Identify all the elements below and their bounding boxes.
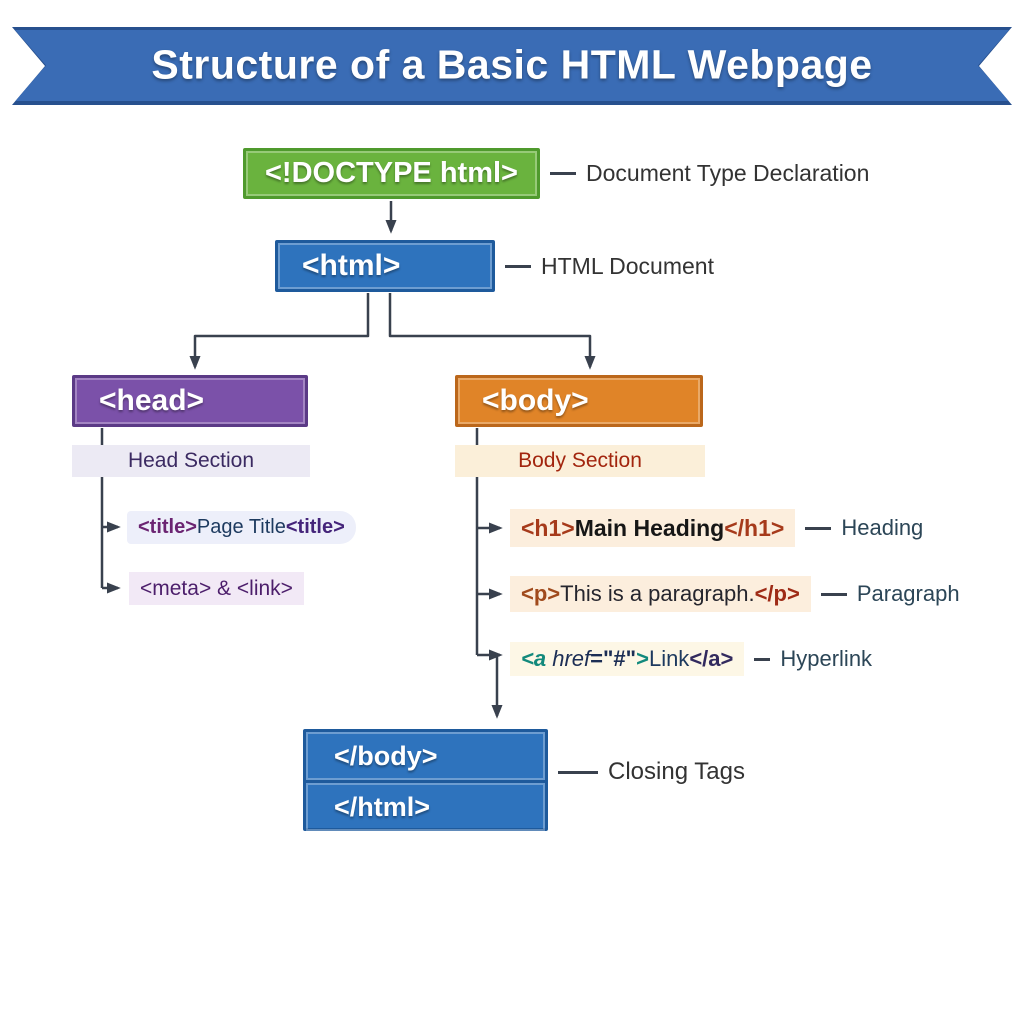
title-close-tag: <title> xyxy=(285,516,345,538)
p-chip: <p>This is a paragraph.</p> xyxy=(510,576,811,612)
p-open-tag: <p> xyxy=(521,581,561,606)
meta-link-chip: <meta> & <link> xyxy=(129,572,304,605)
body-code: <body> xyxy=(482,384,589,417)
head-section-strip: Head Section xyxy=(72,445,310,477)
head-box: <head> xyxy=(72,375,308,427)
head-section-label: Head Section xyxy=(127,449,255,472)
title-ribbon-fill xyxy=(15,30,1009,101)
h1-row: <h1>Main Heading</h1> Heading xyxy=(510,509,923,547)
p-annotation-dash xyxy=(820,592,847,596)
closing-annotation: Closing Tags xyxy=(608,758,745,785)
meta-link-text: <meta> & <link> xyxy=(140,576,293,600)
h1-open-tag: <h1> xyxy=(521,514,575,541)
body-section-strip: Body Section xyxy=(455,445,705,477)
html-box: <html> xyxy=(275,240,495,292)
p-close-tag: </p> xyxy=(754,581,800,606)
a-close-tag: </a> xyxy=(689,646,734,671)
a-attr-value: "#" xyxy=(602,646,637,671)
h1-chip: <h1>Main Heading</h1> xyxy=(510,509,796,547)
a-chip: <a href="#">Link</a> xyxy=(510,642,745,676)
doctype-box: <!DOCTYPE html> xyxy=(243,148,540,199)
doctype-code: <!DOCTYPE html> xyxy=(265,157,518,189)
h1-close-tag: </h1> xyxy=(724,514,785,541)
a-equals: = xyxy=(590,646,603,671)
a-open-tag: <a xyxy=(521,646,547,671)
closing-annotation-dash xyxy=(558,770,598,774)
p-annotation: Paragraph xyxy=(856,581,960,606)
h1-annotation: Heading xyxy=(841,515,924,540)
h1-annotation-dash xyxy=(805,526,832,530)
title-text: Page Title xyxy=(196,516,286,538)
doctype-annotation-dash xyxy=(550,172,576,175)
a-bracket: > xyxy=(636,646,649,671)
html-row: <html> HTML Document xyxy=(275,240,714,292)
title-ribbon: Structure of a Basic HTML Webpage xyxy=(12,27,1012,105)
a-annotation: Hyperlink xyxy=(780,646,873,671)
html-code: <html> xyxy=(302,249,401,282)
title-tag-chip: <title>Page Title<title> xyxy=(127,511,356,544)
body-section-label: Body Section xyxy=(518,449,642,472)
a-row: <a href="#">Link</a> Hyperlink xyxy=(510,642,872,676)
html-annotation-dash xyxy=(505,264,531,268)
h1-text: Main Heading xyxy=(574,514,725,541)
page-title: Structure of a Basic HTML Webpage xyxy=(151,41,873,88)
closing-html-code: </html> xyxy=(334,791,431,822)
doctype-row: <!DOCTYPE html> Document Type Declaratio… xyxy=(243,148,869,199)
p-row: <p>This is a paragraph.</p> Paragraph xyxy=(510,576,960,612)
a-attr-name: href xyxy=(546,646,591,671)
p-text: This is a paragraph. xyxy=(560,581,755,606)
doctype-annotation: Document Type Declaration xyxy=(586,160,870,186)
closing-body-row: </body> xyxy=(306,732,545,783)
a-text: Link xyxy=(648,646,690,671)
closing-body-code: </body> xyxy=(334,740,438,771)
closing-html-row: </html> xyxy=(306,783,545,831)
a-annotation-dash xyxy=(754,657,771,661)
html-annotation: HTML Document xyxy=(541,252,714,279)
title-open-tag: <title> xyxy=(138,516,197,538)
head-code: <head> xyxy=(99,384,205,417)
closing-annotation-row: Closing Tags xyxy=(548,756,745,788)
closing-tags-box: </body> </html> xyxy=(303,729,548,831)
body-box: <body> xyxy=(455,375,703,427)
